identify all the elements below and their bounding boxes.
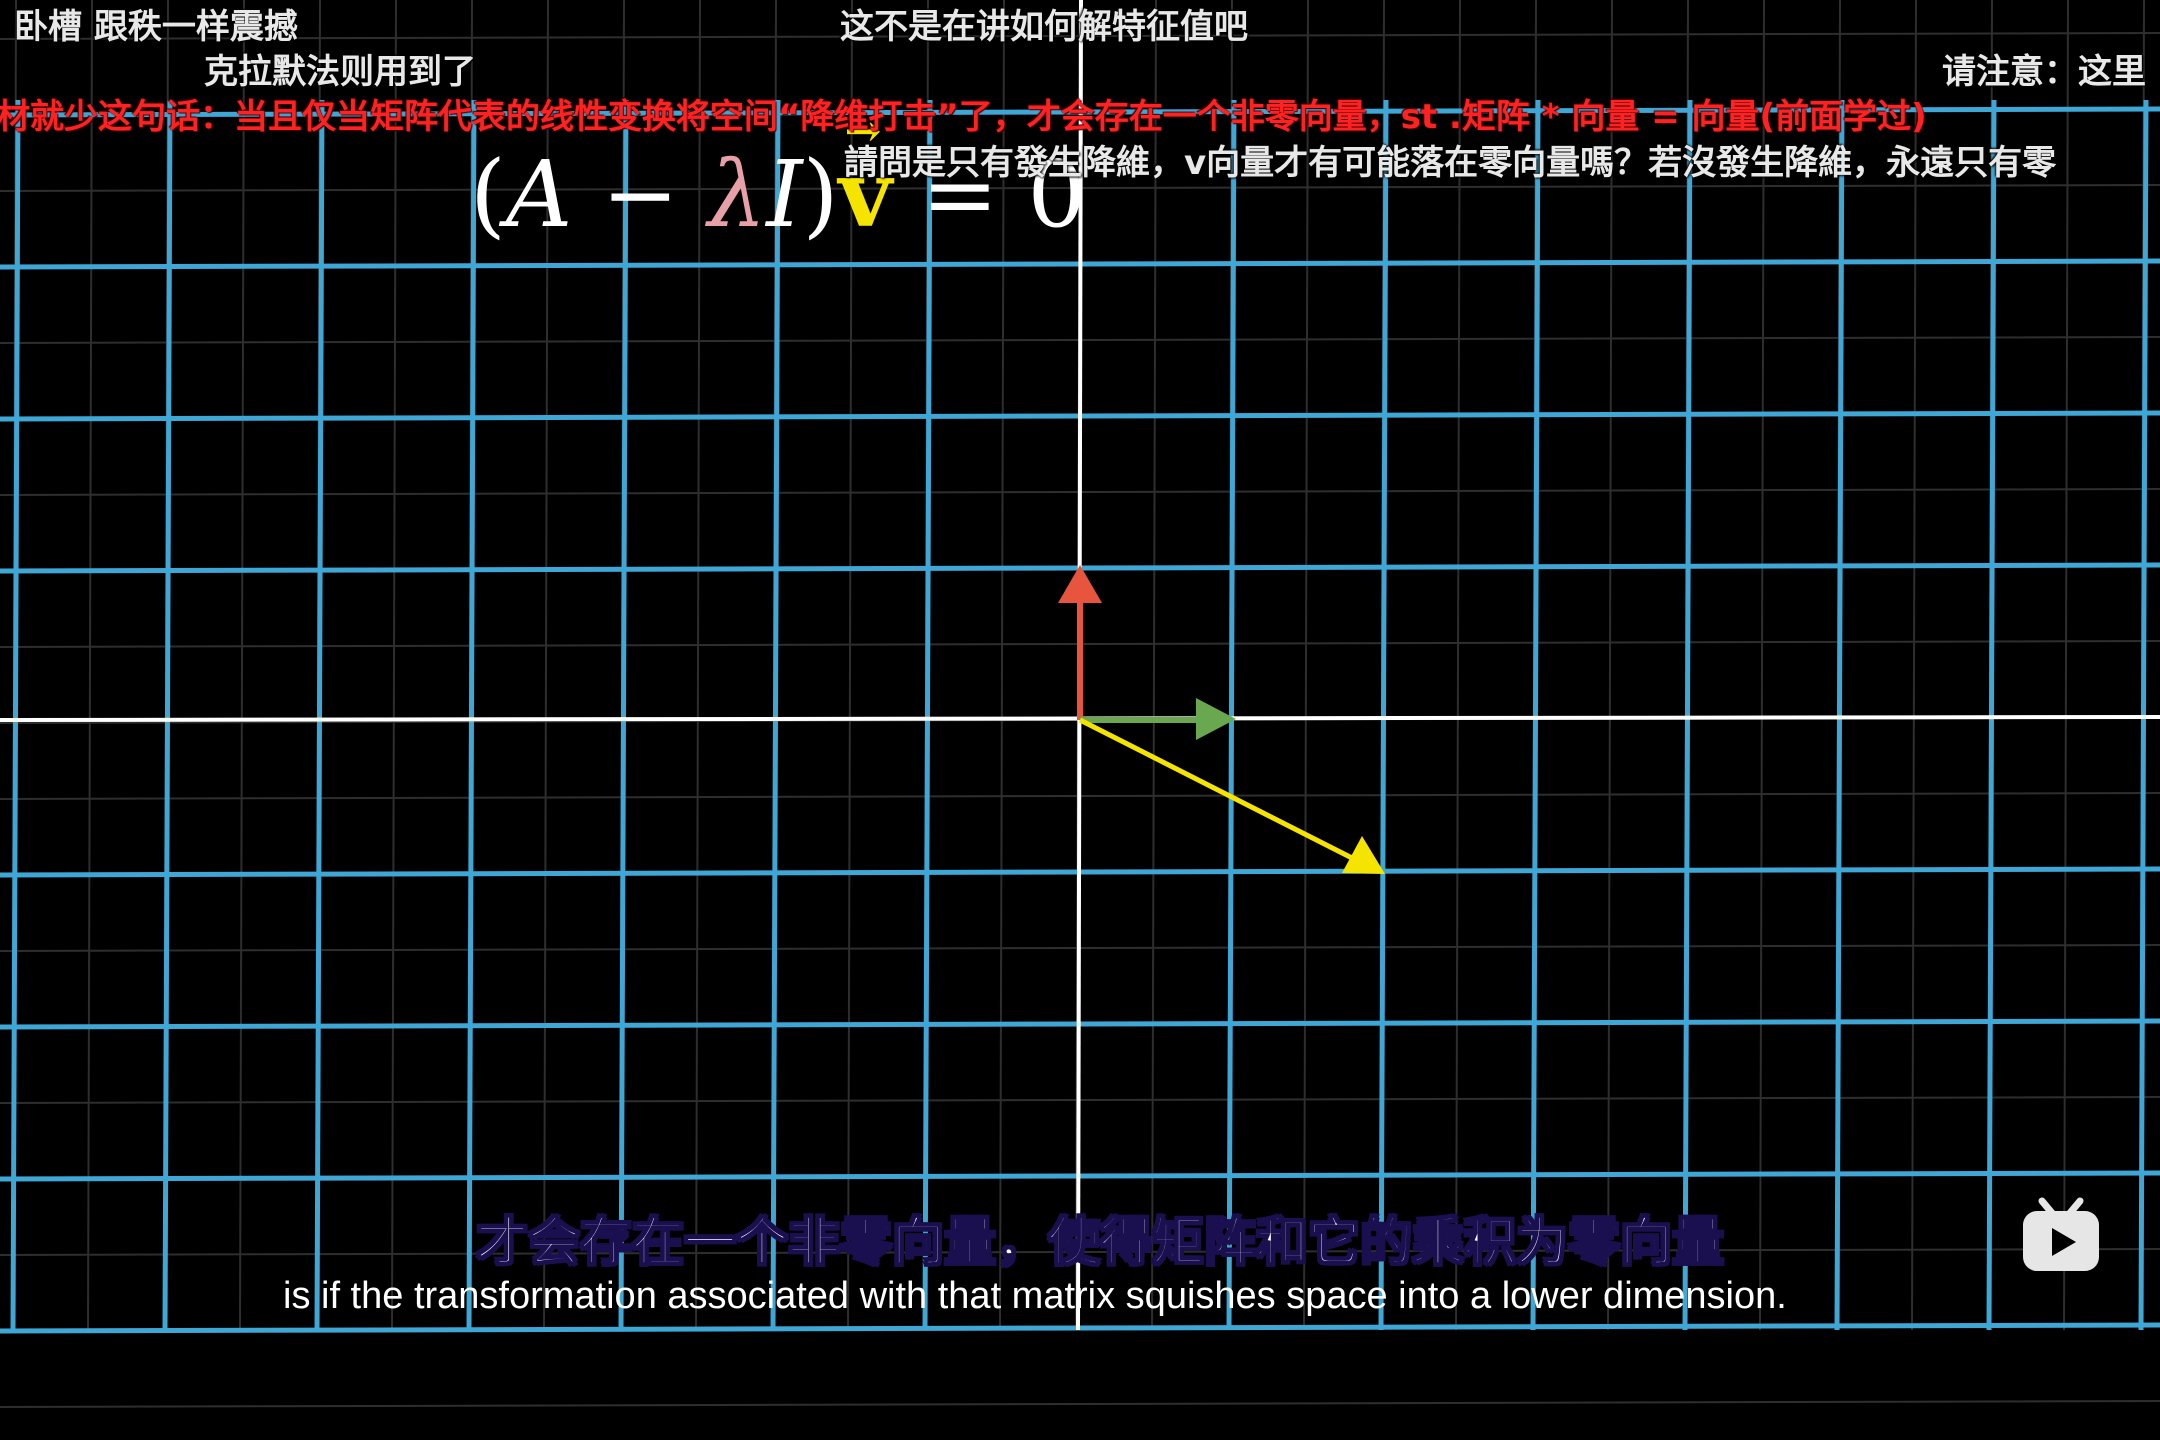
grid-minor-vertical-line bbox=[1303, 0, 1309, 1331]
eq-matrix-a: A bbox=[505, 141, 573, 248]
danmaku-comment: 材就少这句话：当且仅当矩阵代表的线性变换将空间“降维打击”了，才会存在一个非零向… bbox=[0, 97, 1927, 137]
grid-vertical-line bbox=[162, 99, 173, 1331]
grid-vertical-line bbox=[10, 99, 21, 1331]
eq-vector-arrow: → bbox=[844, 106, 882, 157]
grid-minor-vertical-line bbox=[1607, 0, 1613, 1331]
eigen-equation: (A − λI)v→ = 0 bbox=[470, 110, 1086, 241]
subtitle-english: is if the transformation associated with… bbox=[283, 1275, 1787, 1317]
grid-minor-vertical-line bbox=[1911, 0, 1917, 1331]
green-vector-arrowhead bbox=[1196, 698, 1236, 740]
eq-lambda: λ bbox=[707, 141, 767, 248]
grid-vertical-line bbox=[618, 99, 629, 1331]
subtitle-chinese: 才会存在一个非零向量，使得矩阵和它的乘积为零向量 bbox=[475, 1212, 1725, 1274]
danmaku-comment: 克拉默法则用到了 bbox=[204, 52, 476, 92]
grid-vertical-line bbox=[1682, 99, 1693, 1331]
grid-minor-vertical-line bbox=[87, 0, 93, 1331]
bilibili-tv-icon[interactable] bbox=[2020, 1195, 2102, 1275]
grid-minor-vertical-line bbox=[999, 0, 1005, 1331]
grid-minor-vertical-line bbox=[695, 0, 701, 1331]
yellow-vector-v bbox=[1078, 717, 1354, 861]
grid-minor-vertical-line bbox=[1455, 0, 1461, 1331]
eq-minus: − bbox=[572, 141, 708, 248]
grid-vertical-line bbox=[314, 99, 325, 1331]
grid-minor-vertical-line bbox=[1151, 0, 1157, 1331]
grid-vertical-line bbox=[922, 99, 933, 1331]
eq-identity-i: I bbox=[766, 141, 803, 248]
danmaku-comment: 这不是在讲如何解特征值吧 bbox=[840, 7, 1248, 47]
eq-equals: = bbox=[891, 141, 1028, 248]
grid-minor-vertical-line bbox=[2063, 0, 2069, 1331]
grid-vertical-line bbox=[2138, 99, 2149, 1331]
eq-zero: 0 bbox=[1027, 141, 1087, 248]
grid-vertical-line bbox=[1986, 99, 1997, 1331]
grid-vertical-line bbox=[770, 99, 781, 1331]
grid-vertical-line bbox=[1530, 99, 1541, 1331]
danmaku-comment: 卧槽 跟秩一样震撼 bbox=[14, 7, 298, 47]
grid-vertical-line bbox=[1226, 99, 1237, 1331]
danmaku-comment: 請問是只有發生降維，v向量才有可能落在零向量嗎？若沒發生降維，永遠只有零 bbox=[844, 143, 2057, 183]
yellow-vector-arrowhead bbox=[1342, 836, 1385, 874]
grid-vertical-line bbox=[466, 99, 477, 1331]
eq-open-paren: ( bbox=[470, 141, 506, 248]
grid-minor-vertical-line bbox=[239, 0, 245, 1331]
eq-close-paren: ) bbox=[802, 141, 839, 248]
grid-minor-horizontal-line bbox=[0, 1400, 2160, 1408]
danmaku-comment: 请注意：这里 bbox=[1942, 52, 2146, 92]
grid-minor-vertical-line bbox=[847, 0, 853, 1331]
grid-vertical-line bbox=[1378, 99, 1389, 1331]
grid-minor-vertical-line bbox=[1759, 0, 1765, 1331]
eq-vector-v: v→ bbox=[838, 106, 892, 248]
grid-minor-vertical-line bbox=[543, 0, 549, 1331]
grid-vertical-line bbox=[1834, 99, 1845, 1331]
red-vector-arrowhead bbox=[1058, 565, 1102, 603]
grid-minor-vertical-line bbox=[391, 0, 397, 1331]
